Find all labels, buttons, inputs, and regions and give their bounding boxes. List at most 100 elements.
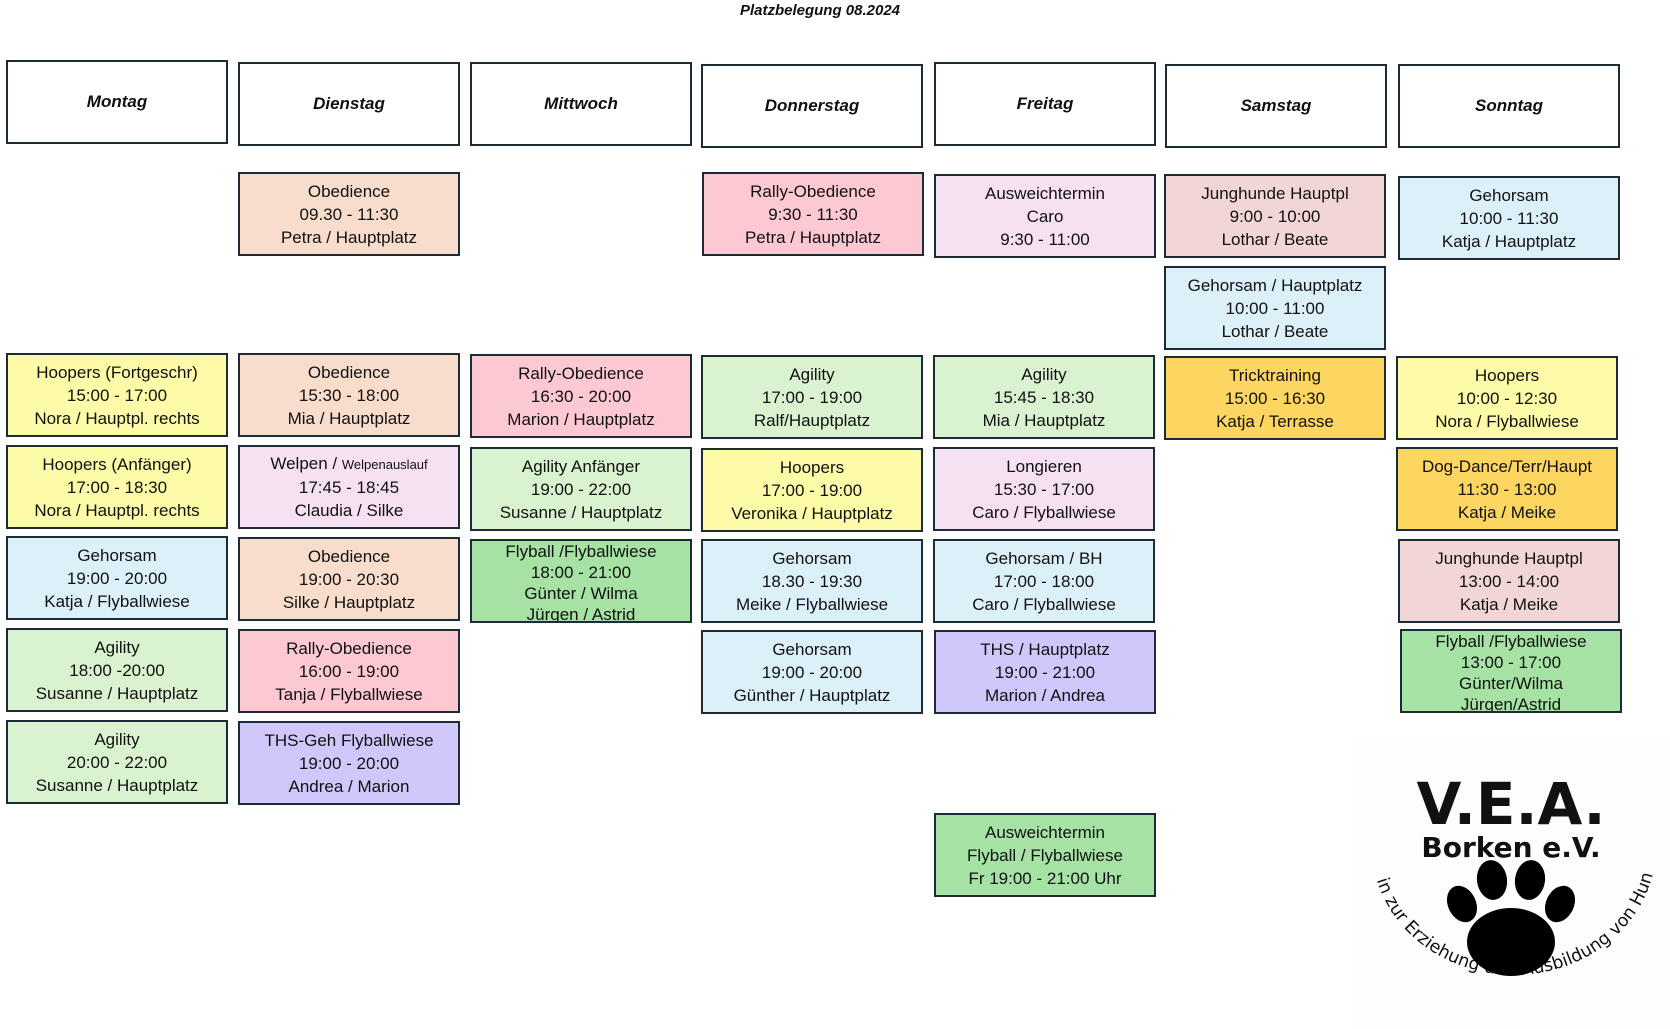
event-title: Gehorsam / BH	[985, 548, 1103, 568]
event-time: 10:00 - 11:00	[1225, 298, 1325, 318]
event-title: Hoopers (Anfänger)	[42, 454, 192, 474]
event-title: Hoopers	[779, 457, 845, 477]
event-time: 18:00 -20:00	[69, 660, 165, 680]
event-time: 18.30 - 19:30	[761, 571, 863, 591]
event-title: Agility	[789, 364, 835, 384]
event-card: Hoopers 17:00 - 19:00 Veronika / Hauptpl…	[701, 448, 923, 532]
event-trainer: Katja / Meike	[1459, 594, 1559, 614]
event-title: Agility	[94, 729, 140, 749]
event-location: Flyball / Flyballwiese	[967, 845, 1123, 865]
event-time: 10:00 - 11:30	[1459, 208, 1559, 228]
event-trainer-location: Tanja / Flyballwiese	[275, 684, 423, 704]
event-card: Tricktraining 15:00 - 16:30 Katja / Terr…	[1164, 356, 1386, 440]
event-card: Gehorsam / BH 17:00 - 18:00 Caro / Flyba…	[933, 539, 1155, 623]
event-title: Dog-Dance/Terr/Haupt	[1421, 456, 1593, 476]
event-title-sub: Welpenauslauf	[341, 457, 428, 472]
event-time: 9:00 - 10:00	[1229, 206, 1321, 226]
event-card: Rally-Obedience 16:00 - 19:00 Tanja / Fl…	[238, 629, 460, 713]
event-trainer: Günter / Wilma	[524, 584, 638, 603]
event-trainer-location: Susanne / Hauptplatz	[499, 502, 663, 522]
event-time: 19:00 - 20:00	[761, 662, 863, 682]
event-title: Obedience	[307, 362, 391, 382]
event-time: 16:30 - 20:00	[530, 386, 632, 406]
event-time: 13:00 - 17:00	[1460, 653, 1562, 672]
event-title: Ausweichtermin	[985, 183, 1105, 203]
event-trainer-location: Katja / Terrasse	[1216, 411, 1334, 431]
event-time: 15:30 - 17:00	[993, 479, 1095, 499]
event-card: THS-Geh Flyballwiese 19:00 - 20:00 Andre…	[238, 721, 460, 805]
event-title: Agility Anfänger	[521, 456, 641, 476]
event-time: 15:00 - 17:00	[66, 385, 168, 405]
paw-icon	[1446, 860, 1576, 976]
event-trainer-location: Mia / Hauptplatz	[982, 410, 1106, 430]
event-card: Hoopers (Fortgeschr) 15:00 - 17:00 Nora …	[6, 353, 228, 437]
event-title: Agility	[94, 637, 140, 657]
event-title: Ausweichtermin	[985, 822, 1105, 842]
event-title: Junghunde Hauptpl	[1435, 548, 1583, 568]
event-card: Gehorsam 19:00 - 20:00 Günther / Hauptpl…	[701, 630, 923, 714]
day-header-mittwoch: Mittwoch	[470, 62, 692, 146]
event-trainer-location: Marion / Andrea	[984, 685, 1105, 705]
event-trainer-location: Claudia / Silke	[294, 501, 404, 520]
event-time: 15:45 - 18:30	[993, 387, 1095, 407]
event-card: Obedience 09.30 - 11:30 Petra / Hauptpla…	[238, 172, 460, 256]
event-card: Hoopers 10:00 - 12:30 Nora / Flyballwies…	[1396, 356, 1618, 440]
event-title-main: Welpen /	[270, 454, 338, 473]
day-header-montag: Montag	[6, 60, 228, 144]
event-card: Gehorsam 18.30 - 19:30 Meike / Flyballwi…	[701, 539, 923, 623]
event-card: Obedience 15:30 - 18:00 Mia / Hauptplatz	[238, 353, 460, 437]
event-time: 19:00 - 21:00	[994, 662, 1096, 682]
event-time: 09.30 - 11:30	[299, 204, 399, 224]
event-trainer-location: Katja / Hauptplatz	[1441, 231, 1577, 251]
page-title: Platzbelegung 08.2024	[739, 2, 901, 19]
event-trainer: Günter/Wilma	[1459, 674, 1563, 693]
event-trainer-location: Caro / Flyballwiese	[972, 502, 1116, 522]
event-trainer-location: Ralf/Hauptplatz	[753, 410, 871, 430]
event-trainer-location: Günther / Hauptplatz	[733, 685, 891, 705]
event-title: Gehorsam	[772, 548, 852, 568]
event-time: 16:00 - 19:00	[298, 661, 400, 681]
event-time: 15:00 - 16:30	[1224, 388, 1326, 408]
day-header-donnerstag: Donnerstag	[701, 64, 923, 148]
event-title: Obedience	[307, 181, 391, 201]
event-title: Tricktraining	[1229, 365, 1321, 385]
event-title: Welpen / Welpenauslauf	[270, 452, 427, 476]
event-title: Agility	[1021, 364, 1067, 384]
event-card: Agility 18:00 -20:00 Susanne / Hauptplat…	[6, 628, 228, 712]
event-trainer-location: Marion / Hauptplatz	[507, 409, 655, 429]
event-title: Gehorsam	[77, 545, 157, 565]
event-time: 15:30 - 18:00	[298, 385, 400, 405]
event-title: Hoopers (Fortgeschr)	[36, 362, 198, 382]
event-trainer: Jürgen/Astrid	[1460, 695, 1562, 713]
event-title: Rally-Obedience	[286, 638, 412, 658]
event-time: 17:00 - 19:00	[761, 387, 863, 407]
event-title: THS / Hauptplatz	[980, 639, 1110, 659]
event-card: Agility 17:00 - 19:00 Ralf/Hauptplatz	[701, 355, 923, 439]
event-card: Flyball /Flyballwiese 18:00 - 21:00 Günt…	[470, 539, 692, 623]
event-title: Junghunde Hauptpl	[1201, 183, 1349, 203]
event-trainer: Lothar / Beate	[1221, 321, 1329, 341]
event-title: Gehorsam	[772, 639, 852, 659]
event-time: 11:30 - 13:00	[1457, 479, 1557, 499]
event-card: Ausweichtermin Caro 9:30 - 11:00	[934, 174, 1156, 258]
event-time: 19:00 - 20:00	[298, 753, 400, 773]
club-logo: V.E.A. Borken e.V. Verein zur Erziehung …	[1352, 742, 1670, 1026]
event-title: Gehorsam	[1469, 185, 1549, 205]
event-card: Hoopers (Anfänger) 17:00 - 18:30 Nora / …	[6, 445, 228, 529]
day-header-sonntag: Sonntag	[1398, 64, 1620, 148]
event-trainer-location: Silke / Hauptplatz	[282, 592, 416, 612]
event-trainer-location: Petra / Hauptplatz	[280, 227, 418, 247]
event-title: Hoopers	[1474, 365, 1540, 385]
event-time: 9:30 - 11:30	[768, 204, 858, 224]
event-trainer-location: Nora / Hauptpl. rechts	[34, 408, 200, 428]
event-card: THS / Hauptplatz 19:00 - 21:00 Marion / …	[934, 630, 1156, 714]
event-time: 19:00 - 22:00	[530, 479, 632, 499]
event-title: Longieren	[1006, 456, 1082, 476]
event-time: 20:00 - 22:00	[66, 752, 168, 772]
event-card: Rally-Obedience 9:30 - 11:30 Petra / Hau…	[702, 172, 924, 256]
event-time: 17:00 - 19:00	[761, 480, 863, 500]
event-card: Rally-Obedience 16:30 - 20:00 Marion / H…	[470, 354, 692, 438]
event-trainer: Jürgen / Astrid	[526, 605, 636, 623]
event-time: 10:00 - 12:30	[1456, 388, 1558, 408]
day-header-freitag: Freitag	[934, 62, 1156, 146]
